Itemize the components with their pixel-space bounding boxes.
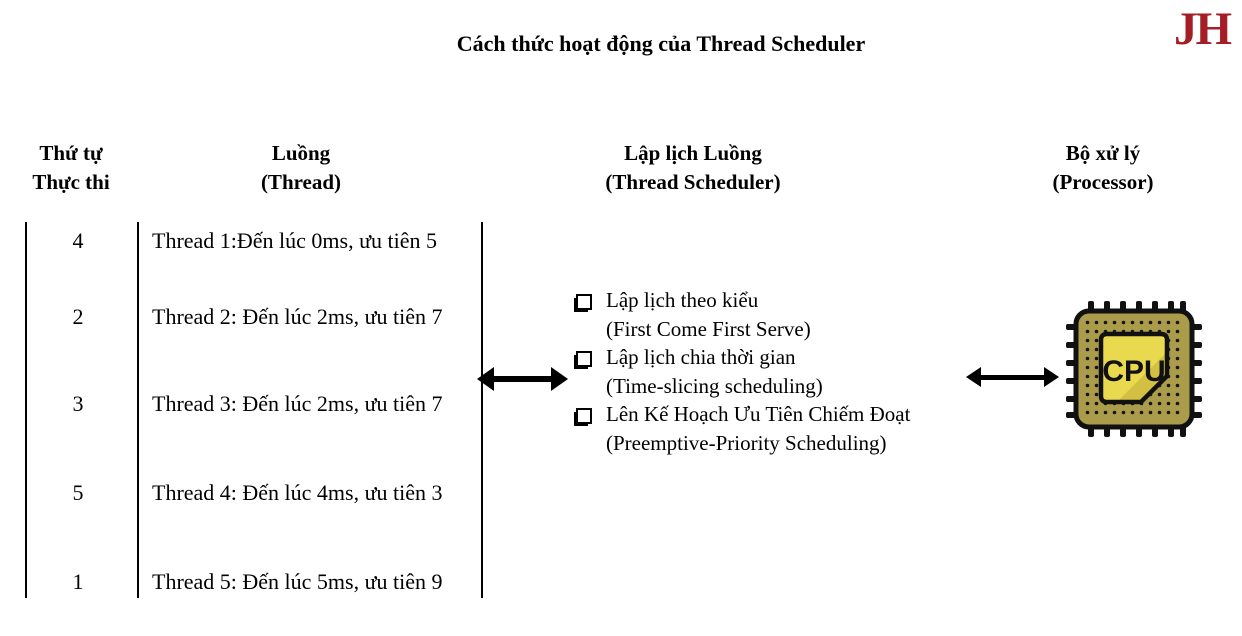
arrowhead-icon (551, 367, 568, 391)
scheduler-item-text: Lập lịch theo kiểu (606, 288, 759, 312)
scheduler-list-item: Lập lịch theo kiểu (First Come First Ser… (573, 286, 993, 343)
page-title: Cách thức hoạt động của Thread Scheduler (456, 31, 866, 56)
execution-order-value: 2 (72, 304, 84, 329)
scheduler-list-item: Lên Kế Hoạch Ưu Tiên Chiếm Đoạt (Preempt… (573, 400, 993, 457)
arrow-shaft (489, 376, 556, 382)
scheduler-list-item: Lập lịch chia thời gian (Time-slicing sc… (573, 343, 993, 400)
arrow-shaft (977, 375, 1048, 380)
double-arrow-icon-right (966, 367, 1059, 387)
column-header-line: Lập lịch Luồng (624, 141, 762, 165)
arrowhead-icon (966, 367, 981, 387)
column-header-thread: Luồng (Thread) (191, 139, 411, 197)
checkbox-bullet-icon (576, 408, 592, 424)
scheduler-item-text: Lên Kế Hoạch Ưu Tiên Chiếm Đoạt (606, 402, 911, 426)
column-header-line: Thứ tự (39, 141, 103, 165)
checkbox-bullet-icon (576, 351, 592, 367)
arrowhead-icon (477, 367, 494, 391)
execution-order-value: 5 (72, 480, 84, 505)
jh-logo: JH (1173, 3, 1232, 55)
column-header-line: Thực thi (32, 170, 110, 194)
thread-row-label: Thread 5: Đến lúc 5ms, ưu tiên 9 (152, 569, 443, 594)
thread-row-label: Thread 3: Đến lúc 2ms, ưu tiên 7 (152, 391, 443, 416)
column-header-line: Bộ xử lý (1065, 141, 1141, 165)
column-header-line: (Thread Scheduler) (605, 170, 781, 194)
table-border-right (481, 222, 483, 598)
thread-row-label: Thread 1:Đến lúc 0ms, ưu tiên 5 (152, 228, 438, 253)
execution-order-value: 3 (72, 391, 84, 416)
scheduler-item-subtext: (First Come First Serve) (606, 316, 811, 341)
checkbox-bullet-icon (576, 294, 592, 310)
column-header-scheduler: Lập lịch Luồng (Thread Scheduler) (543, 139, 843, 197)
cpu-chip-icon: CPU (1065, 300, 1203, 438)
column-header-order: Thứ tự Thực thi (6, 139, 136, 197)
scheduler-item-subtext: (Preemptive-Priority Scheduling) (606, 430, 887, 455)
scheduler-item-subtext: (Time-slicing scheduling) (606, 373, 823, 398)
column-header-processor: Bộ xử lý (Processor) (983, 139, 1223, 197)
arrowhead-icon (1044, 367, 1059, 387)
scheduler-bullet-list: Lập lịch theo kiểu (First Come First Ser… (573, 286, 993, 457)
thread-row-label: Thread 2: Đến lúc 2ms, ưu tiên 7 (152, 304, 443, 329)
cpu-label: CPU (1102, 355, 1165, 388)
column-header-line: (Thread) (260, 170, 342, 194)
thread-row-label: Thread 4: Đến lúc 4ms, ưu tiên 3 (152, 480, 443, 505)
scheduler-item-text: Lập lịch chia thời gian (606, 345, 796, 369)
column-header-line: Luồng (271, 141, 331, 165)
execution-order-value: 1 (72, 569, 84, 594)
table-border-left (25, 222, 27, 598)
execution-order-value: 4 (72, 228, 84, 253)
table-border-middle (137, 222, 139, 598)
double-arrow-icon-left (477, 367, 568, 391)
column-header-line: (Processor) (1052, 170, 1154, 194)
